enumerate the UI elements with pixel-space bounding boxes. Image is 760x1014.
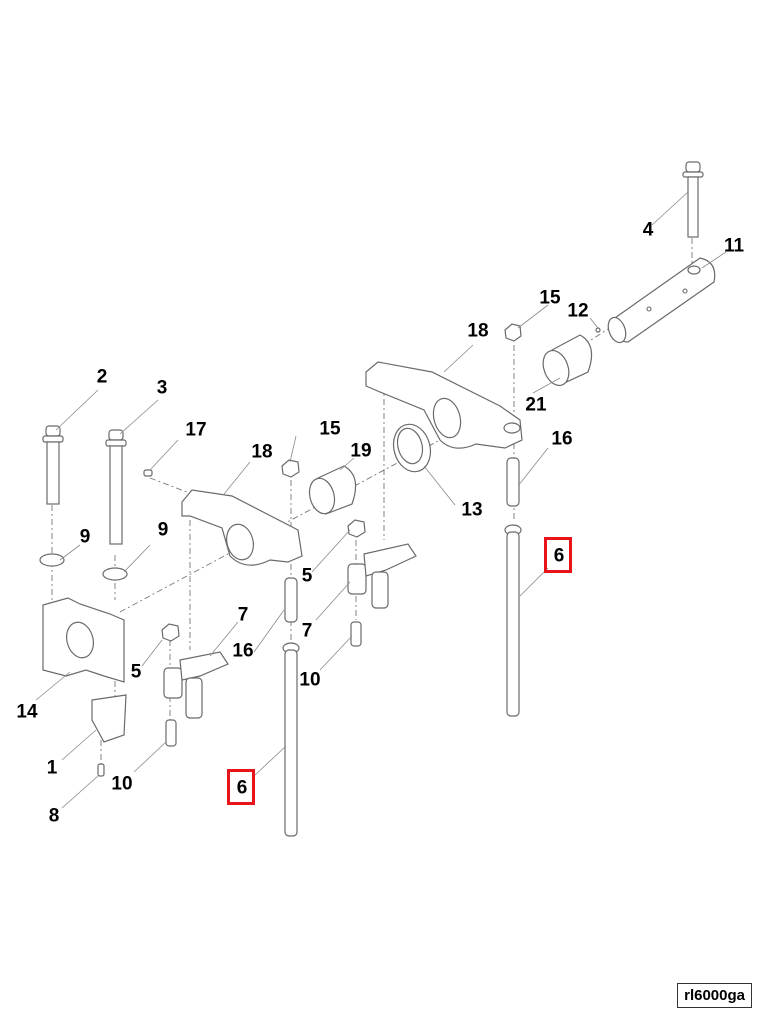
part-8-pin bbox=[97, 763, 105, 777]
callout-7-left: 7 bbox=[237, 604, 249, 626]
part-2-bolt bbox=[42, 425, 64, 505]
drawing-code-label: rl6000ga bbox=[677, 983, 752, 1008]
part-10-stud-left bbox=[165, 719, 177, 747]
callout-9-left: 9 bbox=[79, 526, 91, 548]
callout-15-left: 15 bbox=[319, 418, 341, 440]
callout-20: 18 bbox=[467, 320, 489, 342]
part-21-bushing bbox=[542, 334, 593, 387]
leader-lines bbox=[35, 191, 727, 809]
highlight-box-6-right bbox=[544, 537, 572, 573]
part-6-pushrod-right bbox=[504, 524, 522, 717]
callout-6-left[interactable]: 6 bbox=[236, 777, 248, 799]
callout-3: 3 bbox=[156, 377, 168, 399]
part-17-screw bbox=[143, 469, 153, 477]
part-15-nut-right bbox=[504, 323, 522, 342]
part-19-bushing bbox=[308, 465, 357, 515]
callout-16-right: 16 bbox=[551, 428, 573, 450]
callout-11: 11 bbox=[723, 235, 745, 257]
part-10-stud-right bbox=[350, 621, 362, 647]
part-16-adjuster-right bbox=[506, 457, 520, 507]
part-18-rocker-arm bbox=[181, 489, 303, 566]
part-7-bracket-right bbox=[347, 543, 417, 609]
callout-10-right: 10 bbox=[299, 669, 321, 691]
callout-4: 4 bbox=[642, 219, 654, 241]
assembly-axes bbox=[51, 238, 693, 770]
part-4-bolt bbox=[682, 161, 704, 238]
part-6-pushrod-left bbox=[282, 642, 300, 837]
callout-16-left: 16 bbox=[232, 640, 254, 662]
callout-5-right: 5 bbox=[301, 565, 313, 587]
callout-12: 12 bbox=[567, 300, 589, 322]
part-12-pin bbox=[595, 327, 601, 333]
part-1-block bbox=[91, 694, 127, 743]
callout-1: 1 bbox=[46, 757, 58, 779]
callout-10-left: 10 bbox=[111, 773, 133, 795]
callout-14: 13 bbox=[461, 499, 483, 521]
part-16-adjuster-left bbox=[284, 577, 298, 623]
callout-9-right: 9 bbox=[157, 519, 169, 541]
callout-7-right: 7 bbox=[301, 620, 313, 642]
part-11-rocker-shaft bbox=[607, 257, 716, 344]
callout-13: 14 bbox=[16, 701, 38, 723]
callout-21: 21 bbox=[525, 394, 547, 416]
callout-17: 17 bbox=[185, 419, 207, 441]
part-13-bracket bbox=[42, 597, 125, 683]
part-20-rocker-arm bbox=[365, 361, 523, 449]
part-5-nut-left bbox=[161, 623, 180, 642]
part-15-nut-left bbox=[281, 459, 300, 478]
callout-8: 8 bbox=[48, 805, 60, 827]
highlight-box-6-left bbox=[227, 769, 255, 805]
callout-18: 18 bbox=[251, 441, 273, 463]
callout-5-left: 5 bbox=[130, 661, 142, 683]
part-5-nut-right bbox=[347, 519, 366, 538]
callout-2: 2 bbox=[96, 366, 108, 388]
part-14-bushing bbox=[392, 423, 432, 473]
part-9-washer-right bbox=[102, 567, 128, 581]
callout-6-right[interactable]: 6 bbox=[553, 545, 565, 567]
callout-19: 19 bbox=[350, 440, 372, 462]
part-3-bolt bbox=[105, 429, 127, 545]
part-7-bracket-left bbox=[163, 651, 229, 719]
callout-15-right: 15 bbox=[539, 287, 561, 309]
part-9-washer-left bbox=[39, 553, 65, 567]
